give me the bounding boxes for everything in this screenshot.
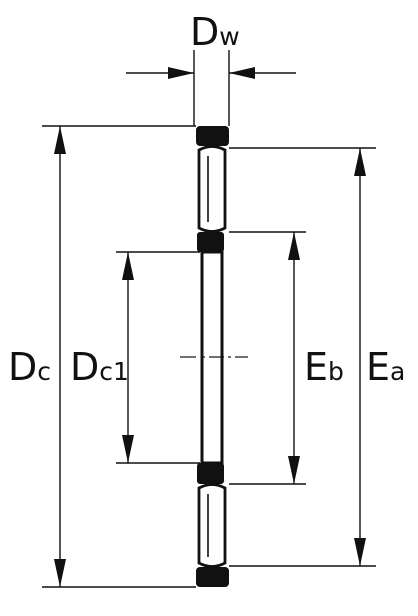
cage-block-upper-bottom: [197, 232, 224, 252]
dc-label-main: D: [8, 345, 37, 389]
eb-label: Eb: [304, 345, 344, 389]
dw-arrow-left: [168, 67, 194, 79]
eb-arrow-bottom: [288, 456, 300, 484]
extension-lines: [42, 125, 376, 588]
dw-arrows: [168, 67, 255, 79]
cage-block-lower-top: [197, 463, 224, 484]
dc-label-sub: c: [37, 357, 51, 386]
ea-arrow-top: [354, 148, 366, 176]
dc1-label-main: D: [70, 345, 99, 389]
eb-arrow-top: [288, 232, 300, 260]
dimension-arrows: [54, 126, 366, 587]
dc1-arrow-bottom: [122, 435, 134, 463]
cage-block-upper-top: [196, 126, 229, 146]
ea-arrow-bottom: [354, 538, 366, 566]
dw-dimension: [126, 50, 296, 126]
dc1-label: Dc1: [70, 345, 129, 389]
dc1-arrow-top: [122, 252, 134, 280]
roller-upper: [197, 145, 227, 233]
dw-label: Dw: [190, 10, 240, 54]
dc-label: Dc: [8, 345, 51, 389]
dw-label-main: D: [190, 10, 219, 54]
dc-arrow-top: [54, 126, 66, 154]
bearing-section: [180, 126, 248, 587]
cage-block-lower-bottom: [196, 567, 229, 587]
eb-label-main: E: [304, 345, 328, 389]
ea-label-main: E: [366, 345, 390, 389]
ea-label-sub: a: [390, 357, 405, 386]
dimension-lines: [59, 126, 361, 587]
dw-arrow-right: [229, 67, 255, 79]
ea-label: Ea: [366, 345, 405, 389]
eb-label-sub: b: [328, 357, 344, 386]
roller-lower: [197, 483, 227, 568]
dc-arrow-bottom: [54, 559, 66, 587]
dc1-label-sub: c1: [99, 357, 129, 386]
dw-label-sub: w: [219, 22, 239, 51]
